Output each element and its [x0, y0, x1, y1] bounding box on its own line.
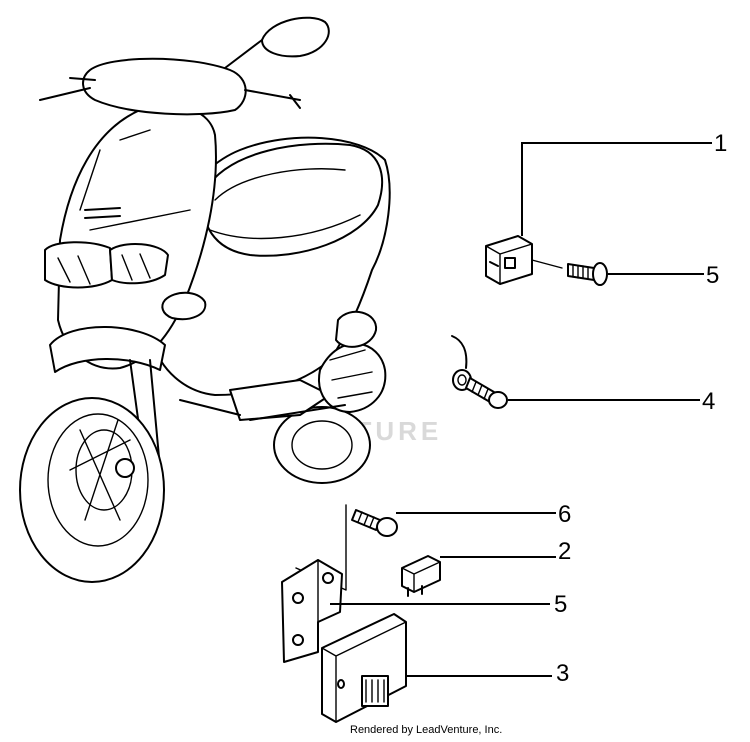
part-fuse — [401, 555, 441, 597]
callout-4: 4 — [702, 388, 715, 415]
part-ground-bolt — [451, 335, 508, 409]
callout-3: 3 — [556, 660, 569, 687]
part-screw-top — [531, 259, 608, 286]
callout-2: 2 — [558, 538, 571, 565]
scooter-illustration — [19, 16, 391, 583]
leader-line-1 — [521, 142, 712, 236]
callout-5-bottom: 5 — [554, 591, 567, 618]
part-mounting-bracket — [281, 504, 347, 663]
callout-1: 1 — [714, 130, 727, 157]
callout-6: 6 — [558, 501, 571, 528]
part-relay — [485, 235, 533, 285]
part-bolt — [351, 509, 398, 537]
credit-text: Rendered by LeadVenture, Inc. — [350, 724, 502, 736]
callout-5-top: 5 — [706, 262, 719, 289]
part-control-unit — [321, 613, 407, 723]
